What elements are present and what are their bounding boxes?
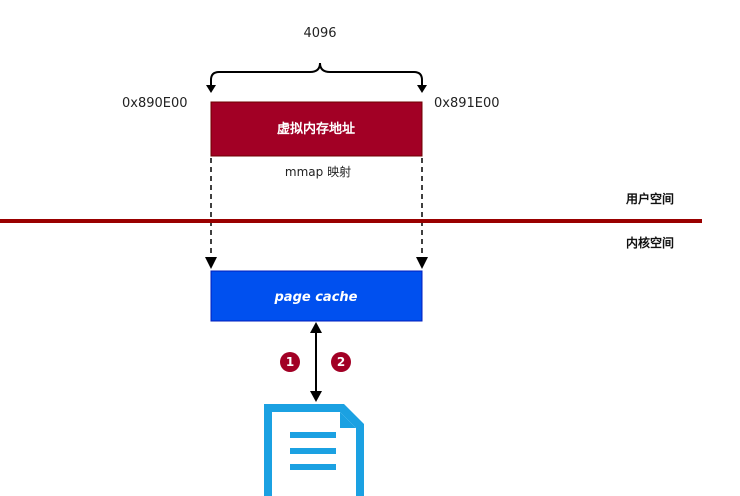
start-address-label: 0x890E00 [122, 96, 188, 111]
step-2-badge [331, 352, 351, 372]
kernel-space-label: 内核空间 [626, 235, 674, 250]
virtual-memory-box [210, 101, 423, 157]
size-label: 4096 [303, 26, 336, 41]
brace-left-arrow [206, 85, 216, 93]
arrow-down-head [310, 391, 322, 402]
step-1-badge [280, 352, 300, 372]
step-2-label: 2 [337, 355, 345, 369]
page-cache-label: page cache [274, 290, 358, 305]
virtual-memory-label: 虚拟内存地址 [277, 121, 355, 137]
end-address-label: 0x891E00 [434, 96, 500, 111]
brace-right-arrow [417, 85, 427, 93]
page-cache-box [210, 270, 423, 322]
step-1-label: 1 [286, 355, 294, 369]
user-space-label: 用户空间 [625, 191, 674, 206]
file-icon [264, 404, 364, 496]
arrow-up-head [310, 322, 322, 333]
mmap-label: mmap 映射 [285, 164, 351, 179]
size-brace [210, 62, 423, 88]
